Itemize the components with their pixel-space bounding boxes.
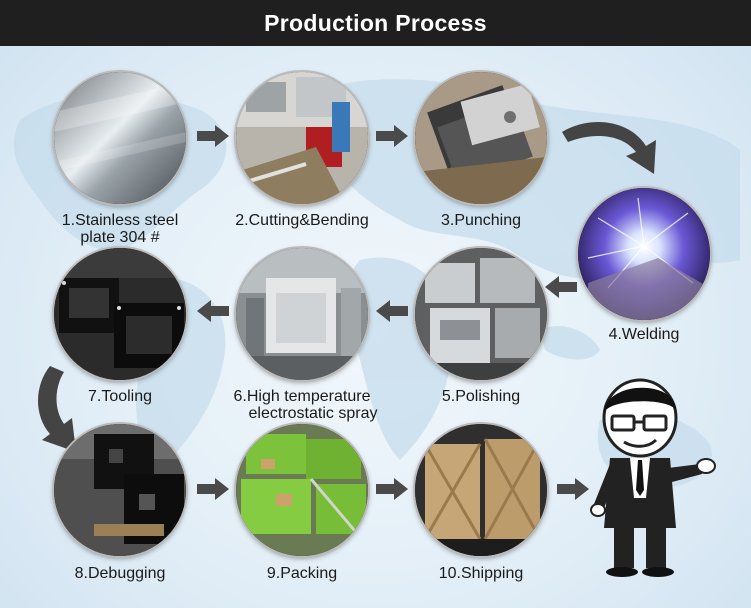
step-10-label: 10.Shipping — [438, 565, 524, 582]
black-enclosures-photo-icon — [54, 248, 186, 380]
arrow-left-icon — [197, 300, 229, 322]
step-2-label: 2.Cutting&Bending — [235, 212, 369, 229]
step-5-label: 5.Polishing — [441, 388, 521, 405]
cartoon-businessman-icon — [590, 378, 716, 577]
curved-arrow-down-icon — [562, 121, 656, 174]
polished-cabinets-photo-icon — [415, 248, 547, 380]
step-1-label: 1.Stainless steel plate 304 # — [61, 212, 179, 246]
arrow-left-icon — [545, 276, 577, 298]
step-9-image — [236, 424, 368, 556]
step-3-label: 3.Punching — [440, 212, 522, 229]
step-3-image — [415, 72, 547, 204]
step-1-image — [54, 72, 186, 204]
spray-booth-photo-icon — [236, 248, 368, 380]
step-2-image — [236, 72, 368, 204]
punched-parts-photo-icon — [415, 72, 547, 204]
arrow-right-icon — [197, 478, 229, 500]
arrow-left-icon — [376, 300, 408, 322]
welding-sparks-photo-icon — [578, 188, 710, 320]
step-7-label: 7.Tooling — [87, 388, 153, 405]
step-8-label: 8.Debugging — [74, 565, 166, 582]
assembled-units-photo-icon — [54, 424, 186, 556]
step-6-label: 6.High temperature electrostatic spray — [233, 388, 378, 422]
step-4-label: 4.Welding — [608, 326, 680, 343]
page-title: Production Process — [264, 9, 487, 36]
arrow-right-icon — [197, 125, 229, 147]
arrow-right-icon — [376, 478, 408, 500]
workshop-photo-icon — [236, 72, 368, 204]
arrow-right-icon — [376, 125, 408, 147]
header-bar: Production Process — [0, 0, 751, 46]
step-6-image — [236, 248, 368, 380]
steel-plate-photo-icon — [54, 72, 186, 204]
wooden-crates-photo-icon — [415, 424, 547, 556]
arrow-right-icon — [557, 478, 589, 500]
step-4-image — [578, 188, 710, 320]
step-5-image — [415, 248, 547, 380]
step-8-image — [54, 424, 186, 556]
step-10-image — [415, 424, 547, 556]
step-9-label: 9.Packing — [266, 565, 338, 582]
green-wrapped-units-photo-icon — [236, 424, 368, 556]
step-7-image — [54, 248, 186, 380]
